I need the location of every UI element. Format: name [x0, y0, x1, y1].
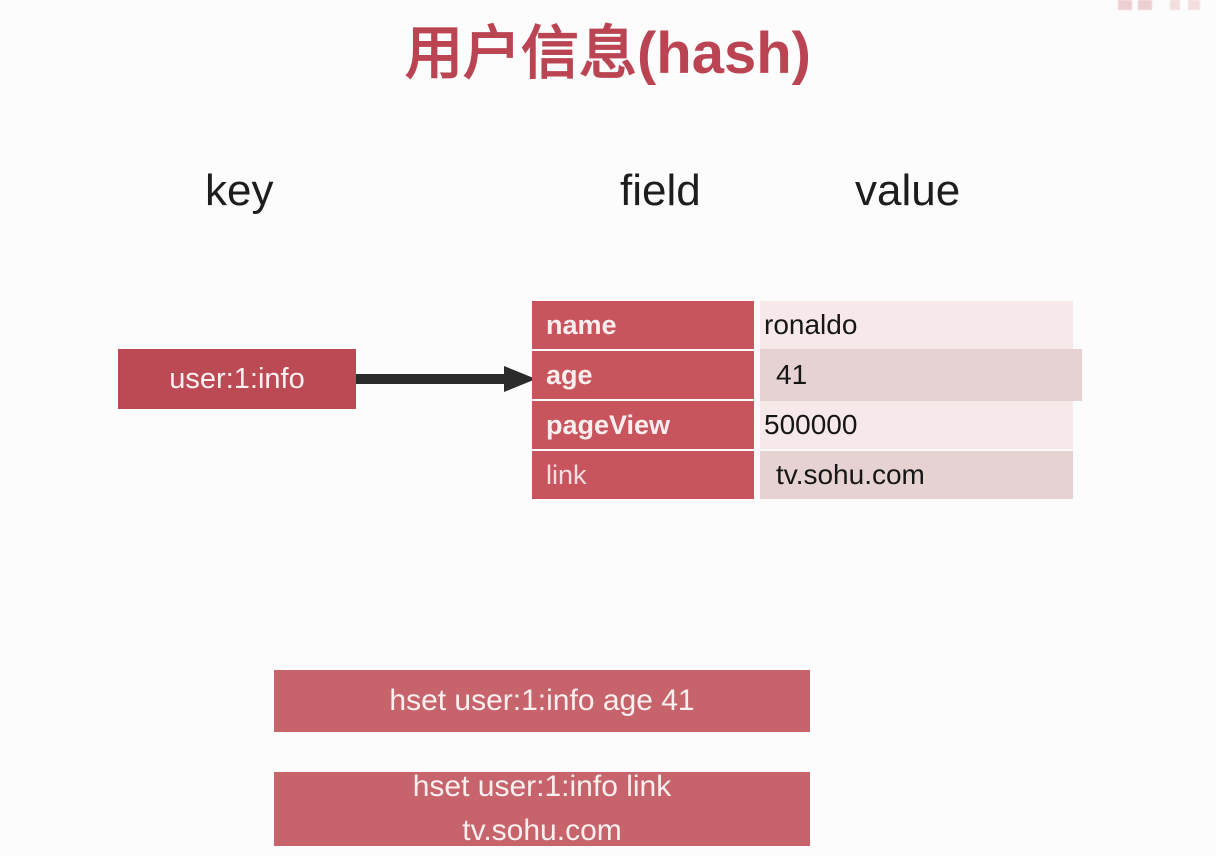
- arrow-icon: [356, 364, 536, 394]
- column-header-field: field: [620, 166, 701, 215]
- field-cell-link: link: [532, 451, 754, 499]
- column-header-value: value: [855, 166, 961, 215]
- field-cell-age: age: [532, 351, 754, 399]
- field-cell-pageview: pageView: [532, 401, 754, 449]
- key-box-label: user:1:info: [169, 362, 305, 395]
- field-cell-name: name: [532, 301, 754, 349]
- command-text: hset user:1:info age 41: [389, 684, 695, 717]
- command-box-hset-link: hset user:1:info link tv.sohu.com: [274, 770, 810, 847]
- column-header-key: key: [205, 166, 274, 215]
- page-title: 用户信息(hash): [404, 21, 811, 86]
- value-cell-pageview: 500000: [760, 401, 1073, 449]
- value-cell-name: ronaldo: [760, 301, 1073, 349]
- command-box-hset-age: hset user:1:info age 41: [274, 670, 810, 732]
- value-cell-link: tv.sohu.com: [760, 451, 1073, 499]
- key-box: user:1:info: [118, 349, 356, 409]
- watermark-artifact: [1118, 0, 1214, 10]
- command-text: hset user:1:info link tv.sohu.com: [412, 770, 672, 847]
- value-cell-age: 41: [760, 349, 1082, 401]
